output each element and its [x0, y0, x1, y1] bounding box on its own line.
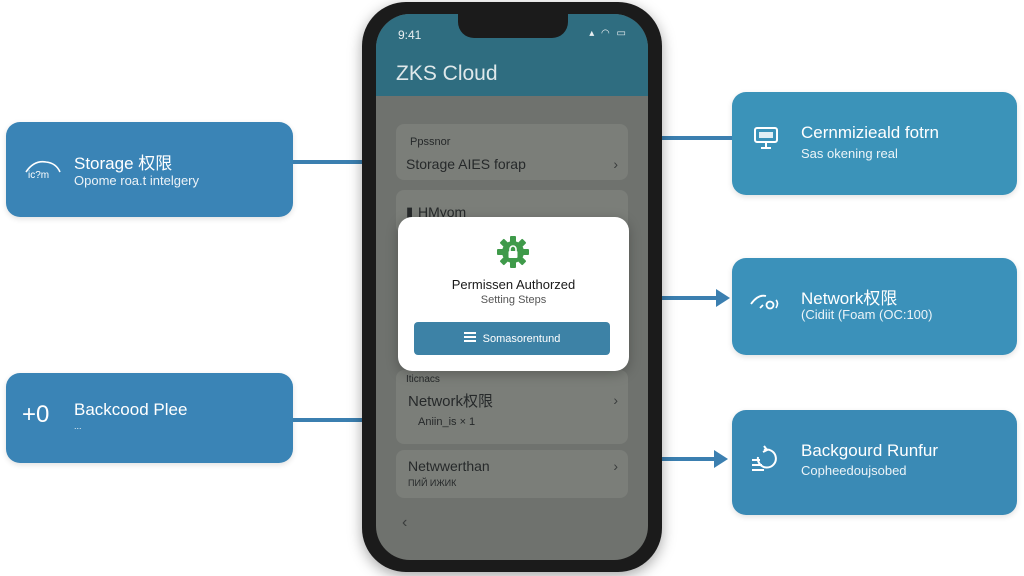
dialog-confirm-label: Somasorentund: [482, 332, 561, 345]
arrow-background-run: [616, 450, 728, 468]
callout-storage-title: Storage 权限: [74, 154, 173, 173]
list-item-storage[interactable]: Storage AIES forap: [406, 156, 526, 172]
list-item-network-sub: Aniin_is × 1: [418, 416, 476, 428]
callout-storage: ic?m Storage 权限 Opome roa.t intelgery: [6, 122, 293, 217]
back-icon[interactable]: ‹: [402, 514, 408, 531]
list-item-hmyom[interactable]: HMyom: [418, 204, 467, 220]
callout-background-run-subtitle: Copheedoujsobed: [801, 463, 907, 478]
storage-icon: ic?m: [22, 154, 64, 182]
callout-background-title: Backcood Plee: [74, 400, 188, 419]
gear-lock-icon: [496, 235, 530, 274]
refresh-list-icon: [750, 444, 782, 472]
callout-background-subtitle: ...: [74, 421, 82, 431]
list-item-netwerthan-sub: ПИЙ ИЖИК: [408, 478, 457, 488]
app-title: ZKS Cloud: [396, 62, 498, 85]
section-header-2: Iticnacs: [406, 374, 440, 385]
svg-text:ic?m: ic?m: [28, 170, 49, 181]
network-list-card: Iticnacs Network权限 › Aniin_is × 1: [396, 370, 628, 444]
callout-connected-subtitle: Sas okening real: [801, 146, 898, 161]
list-item-netwerthan[interactable]: Netwwerthan: [408, 458, 490, 474]
permission-list-card: Ppssnor Storage AIES forap ›: [396, 124, 628, 180]
permission-dialog: Permissen Authorzed Setting Steps Somaso…: [398, 217, 629, 371]
callout-storage-subtitle: Opome roa.t intelgery: [74, 173, 200, 188]
chevron-right-icon: ›: [613, 156, 618, 172]
callout-connected: Cernmizieald fotrn Sas okening real: [732, 92, 1017, 195]
status-time: 9:41: [398, 28, 422, 42]
monitor-icon: [752, 124, 780, 152]
section-header: Ppssnor: [410, 136, 451, 148]
callout-network: Network权限 (Cidiit (Foam (OC:100): [732, 258, 1017, 355]
chevron-right-icon: ›: [613, 458, 618, 474]
phone-notch: [458, 14, 568, 38]
network-icon: [748, 290, 782, 314]
callout-connected-title: Cernmizieald fotrn: [801, 123, 939, 142]
dialog-title: Permissen Authorzed: [451, 277, 576, 292]
callout-background-run-title: Backgourd Runfur: [801, 441, 939, 460]
callout-background-run: Backgourd Runfur Copheedoujsobed: [732, 410, 1017, 515]
callout-background: +0 Backcood Plee ...: [6, 373, 293, 463]
list-item-network[interactable]: Network权限: [408, 393, 494, 410]
plus-zero-icon: +0: [22, 401, 50, 428]
netwerthan-list-card: Netwwerthan › ПИЙ ИЖИК: [396, 450, 628, 498]
status-icons: ▴ ◠ ▭: [589, 28, 628, 39]
battery-icon: ▮: [406, 204, 414, 219]
list-icon: [463, 332, 476, 345]
dialog-subtitle: Setting Steps: [480, 294, 547, 306]
chevron-right-icon: ›: [613, 392, 618, 408]
callout-network-subtitle: (Cidiit (Foam (OC:100): [801, 307, 933, 322]
callout-network-title: Network权限: [801, 289, 898, 308]
dialog-confirm-button[interactable]: Somasorentund: [414, 322, 610, 355]
